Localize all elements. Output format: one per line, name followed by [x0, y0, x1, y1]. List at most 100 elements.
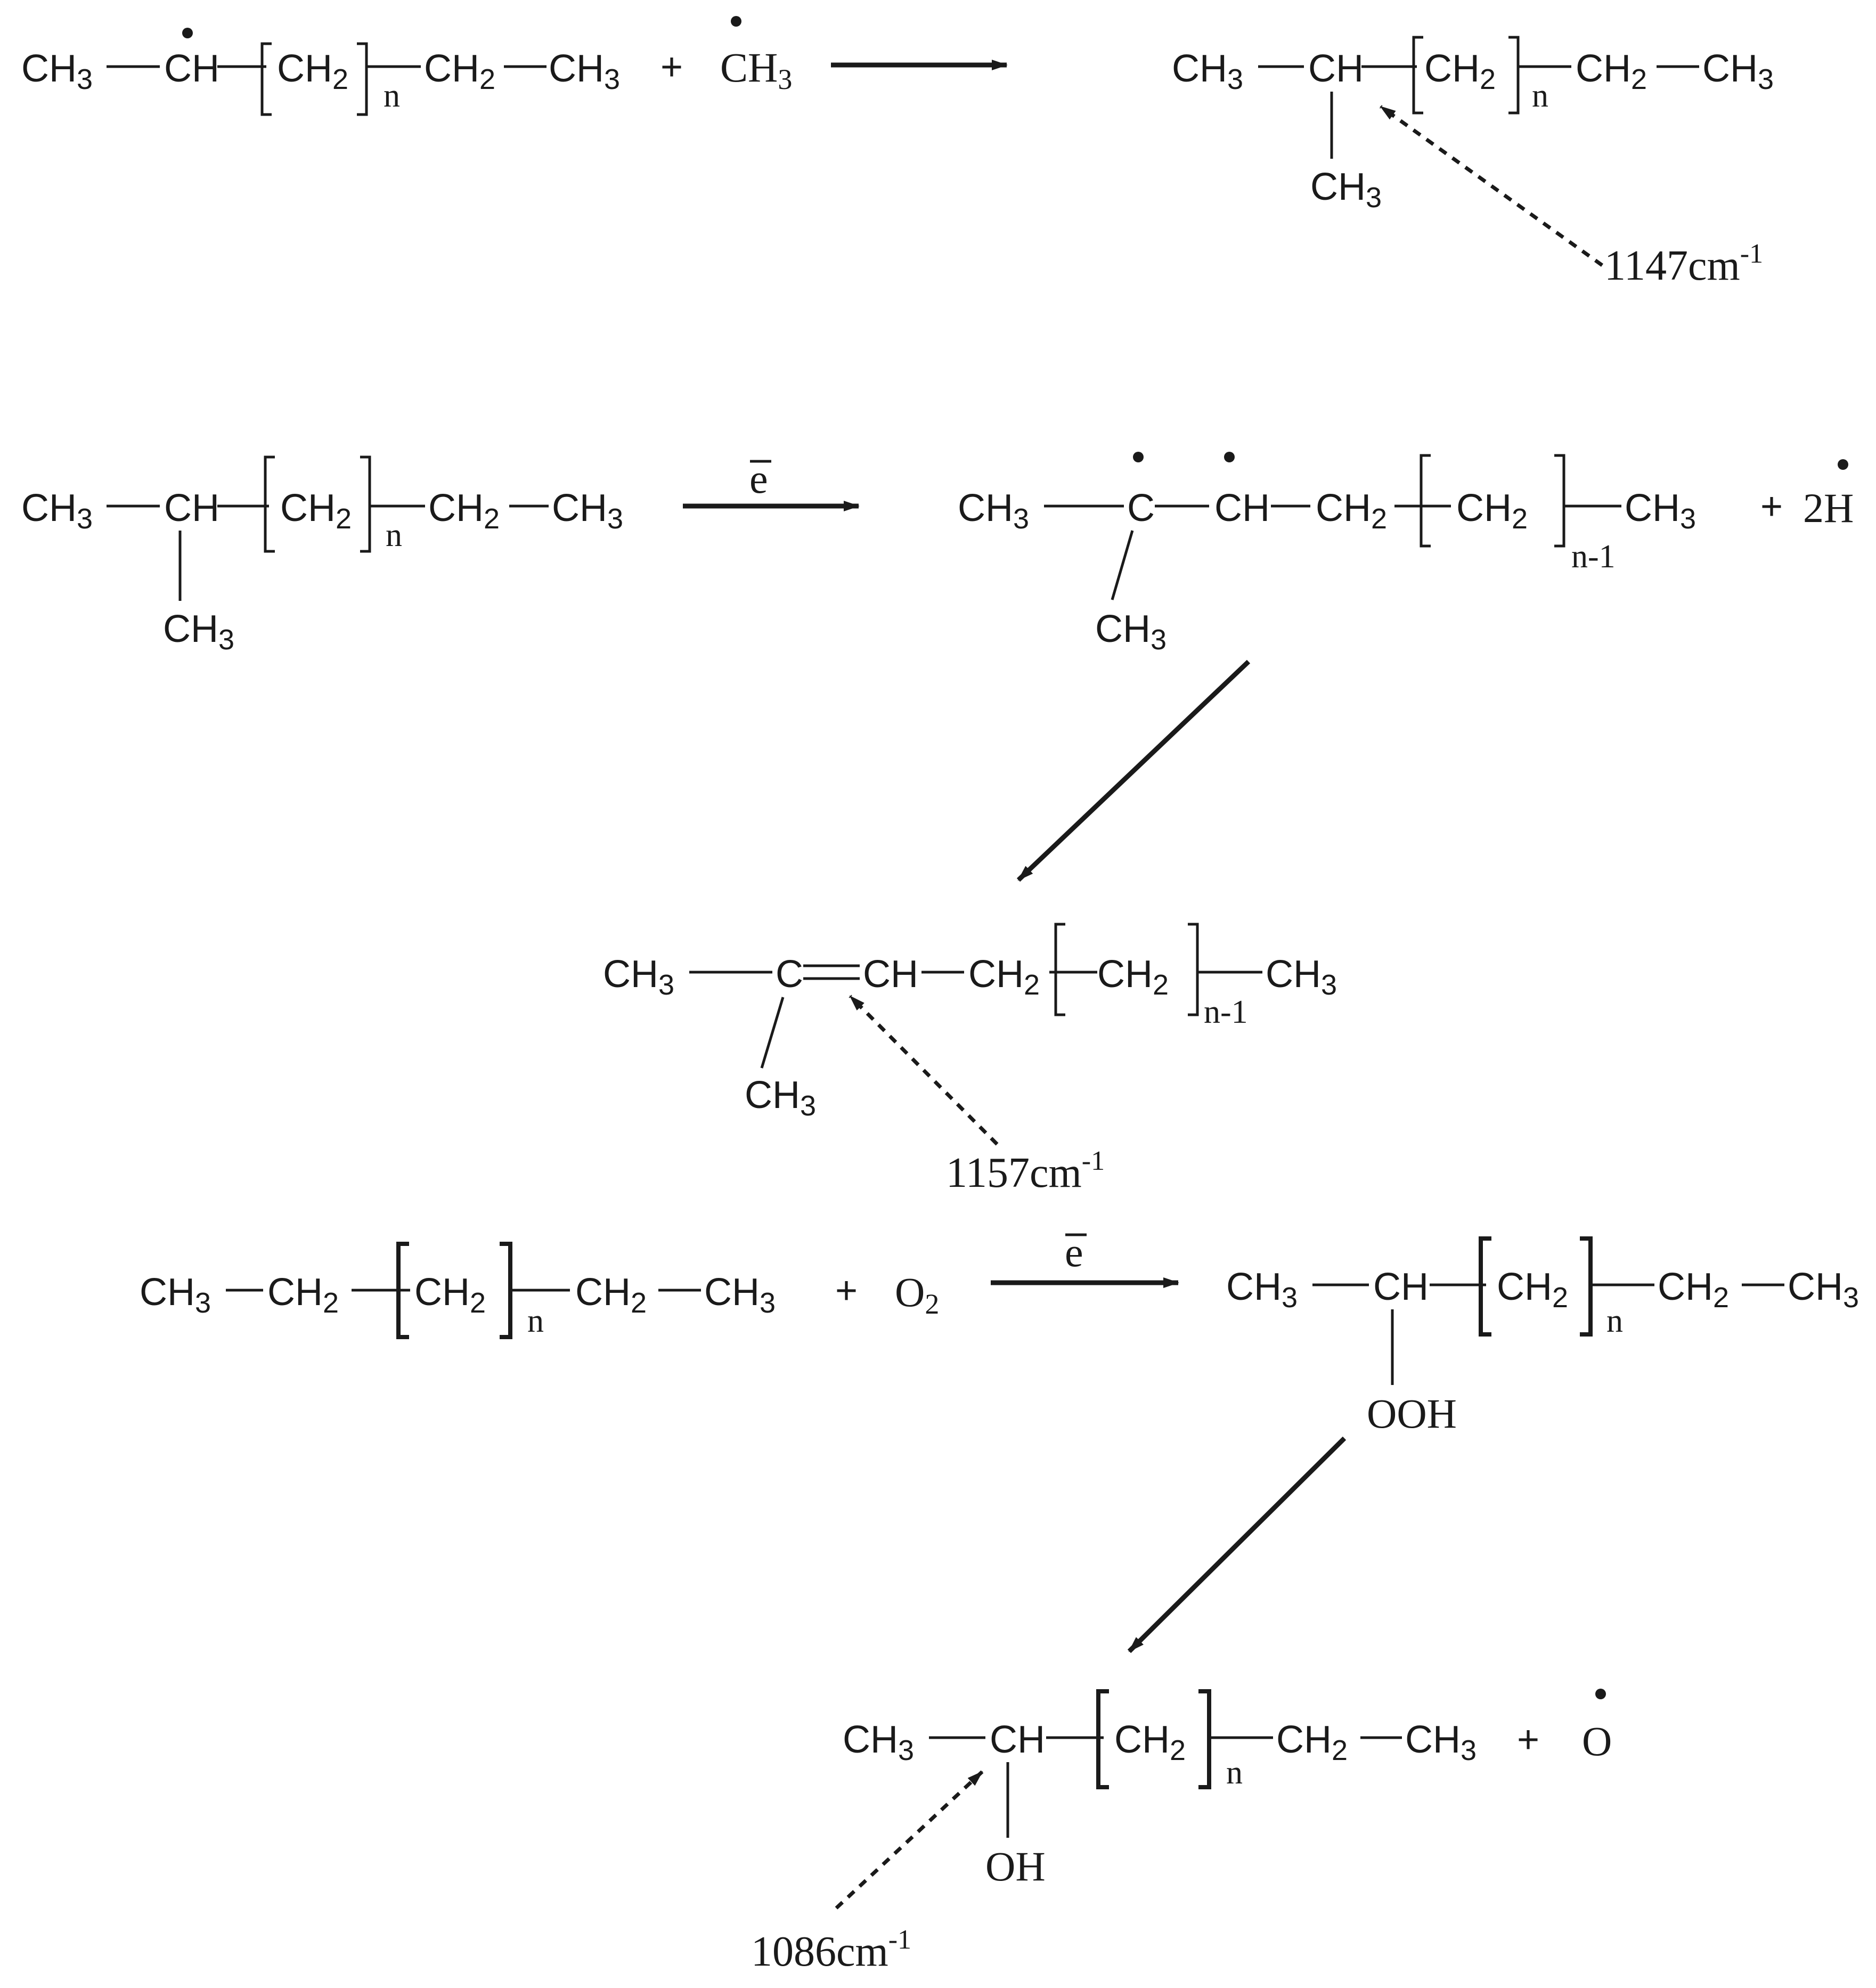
- c-radical-atom: C: [1127, 487, 1155, 529]
- ch3-group: CH3: [958, 487, 1029, 535]
- left-bracket: [264, 455, 275, 553]
- annotation-arrow: [1379, 105, 1604, 267]
- hydrogen-radical: 2H: [1803, 485, 1854, 531]
- reaction-arrow: [1127, 1436, 1347, 1653]
- ch3-group: CH3: [704, 1271, 776, 1319]
- right-bracket: [1198, 1689, 1211, 1789]
- repeat-index: n-1: [1204, 994, 1248, 1030]
- ch2-group: CH2: [428, 487, 500, 535]
- left-bracket: [1054, 923, 1065, 1016]
- reaction-3-reactant: CH3 CH2 CH2 n CH2 CH3 + O2: [140, 1242, 939, 1339]
- ch3-group: CH3: [1788, 1266, 1859, 1314]
- ch2-group: CH2: [1658, 1266, 1729, 1314]
- radical-dot: [1133, 452, 1144, 462]
- ch3-group: CH3: [843, 1718, 914, 1766]
- ch-radical-group: CH: [164, 47, 219, 90]
- electron-arrow: e: [683, 455, 860, 511]
- ch2-group: CH2: [968, 953, 1040, 1001]
- hydroperoxide-group: OOH: [1367, 1390, 1457, 1437]
- ch3-branch: CH3: [1310, 166, 1382, 214]
- ch3-group: CH3: [21, 487, 93, 535]
- oxygen-molecule: O2: [895, 1269, 939, 1320]
- repeat-index: n: [1226, 1755, 1243, 1791]
- electron-arrow: e: [991, 1229, 1179, 1288]
- ch2-repeat-unit: CH2: [1456, 487, 1528, 535]
- repeat-index: n: [1606, 1303, 1623, 1339]
- ch3-group: CH3: [1266, 953, 1337, 1001]
- annotation-arrow: [835, 1770, 984, 1910]
- ch2-group: CH2: [575, 1271, 647, 1319]
- left-bracket: [396, 1242, 409, 1339]
- radical-dot: [182, 28, 193, 38]
- ch2-group: CH2: [424, 47, 495, 95]
- ch2-group: CH2: [1316, 487, 1387, 535]
- methyl-radical: CH3: [720, 44, 792, 95]
- hydroxyl-group: OH: [985, 1843, 1046, 1889]
- reaction-arrow: [1016, 659, 1251, 882]
- ch3-branch: CH3: [745, 1074, 816, 1122]
- annotation-arrow: [849, 995, 999, 1146]
- radical-dot: [1224, 452, 1235, 462]
- ch3-group: CH3: [603, 953, 674, 1001]
- plus-sign: +: [1760, 485, 1783, 528]
- right-bracket: [1554, 454, 1565, 548]
- ch2-repeat-unit: CH2: [280, 487, 352, 535]
- ch3-group: CH3: [1226, 1266, 1298, 1314]
- ch2-group: CH2: [1576, 47, 1647, 95]
- electron-symbol: e: [749, 455, 768, 502]
- reaction-2-product: CH3 C CH3 CH CH2 CH2 n-1 CH3 + 2H: [958, 452, 1854, 656]
- left-bracket: [1412, 36, 1423, 115]
- ch2-repeat-unit: CH2: [414, 1271, 486, 1319]
- ch3-branch: CH3: [1095, 608, 1167, 656]
- right-bracket: [357, 42, 368, 116]
- ch3-group: CH3: [1625, 487, 1696, 535]
- oxygen-radical: O: [1582, 1718, 1612, 1764]
- reaction-1-product: CH3 CH CH3 CH2 n CH2 CH3: [1172, 36, 1774, 214]
- ir-peak-label-1147: 1147cm-1: [1604, 239, 1763, 289]
- repeat-index: n: [527, 1303, 544, 1339]
- ch3-group: CH3: [1702, 47, 1774, 95]
- ch2-repeat-unit: CH2: [277, 47, 348, 95]
- ch2-repeat-unit: CH2: [1097, 953, 1169, 1001]
- radical-dot: [1595, 1689, 1606, 1699]
- repeat-index: n-1: [1571, 539, 1616, 575]
- ch3-group: CH3: [1405, 1718, 1477, 1766]
- right-bracket: [360, 455, 371, 553]
- ch-branch-point: CH: [1308, 47, 1364, 90]
- ch-branch-point: CH: [164, 487, 219, 529]
- ch2-repeat-unit: CH2: [1114, 1718, 1186, 1766]
- ch2-group: CH2: [1276, 1718, 1348, 1766]
- ch3-group: CH3: [549, 47, 620, 95]
- repeat-index: n: [386, 517, 402, 553]
- left-bracket: [1096, 1689, 1109, 1789]
- repeat-index: n: [1532, 78, 1548, 114]
- right-bracket: [500, 1242, 512, 1339]
- plus-sign: +: [1517, 1718, 1539, 1761]
- ch-branch-point: CH: [990, 1718, 1045, 1761]
- ch2-repeat-unit: CH2: [1497, 1266, 1568, 1314]
- left-bracket: [260, 42, 272, 116]
- electron-symbol: e: [1065, 1229, 1083, 1275]
- ch-branch-point: CH: [1373, 1266, 1429, 1308]
- ch3-branch: CH3: [163, 608, 234, 656]
- ch-radical-group: CH: [1214, 487, 1270, 529]
- ch3-group: CH3: [140, 1271, 211, 1319]
- repeat-index: n: [384, 78, 400, 114]
- ch-group: CH: [863, 953, 918, 996]
- plus-sign: +: [660, 46, 683, 88]
- right-bracket: [1508, 36, 1520, 115]
- ir-peak-label-1086: 1086cm-1: [751, 1925, 911, 1975]
- ch3-group: CH3: [552, 487, 623, 535]
- plus-sign: +: [835, 1269, 858, 1312]
- ch2-repeat-unit: CH2: [1424, 47, 1496, 95]
- radical-dot: [731, 16, 741, 27]
- left-bracket: [1420, 454, 1431, 548]
- right-bracket: [1580, 1236, 1593, 1337]
- ch2-group: CH2: [267, 1271, 339, 1319]
- reaction-3-product: CH3 CH OOH CH2 n CH2 CH3: [1226, 1236, 1859, 1437]
- ir-peak-label-1157: 1157cm-1: [946, 1146, 1105, 1196]
- ch3-group: CH3: [21, 47, 93, 95]
- reaction-1-reactant: CH3 CH CH2 n CH2 CH3 + CH3: [21, 16, 792, 116]
- left-bracket: [1479, 1236, 1491, 1337]
